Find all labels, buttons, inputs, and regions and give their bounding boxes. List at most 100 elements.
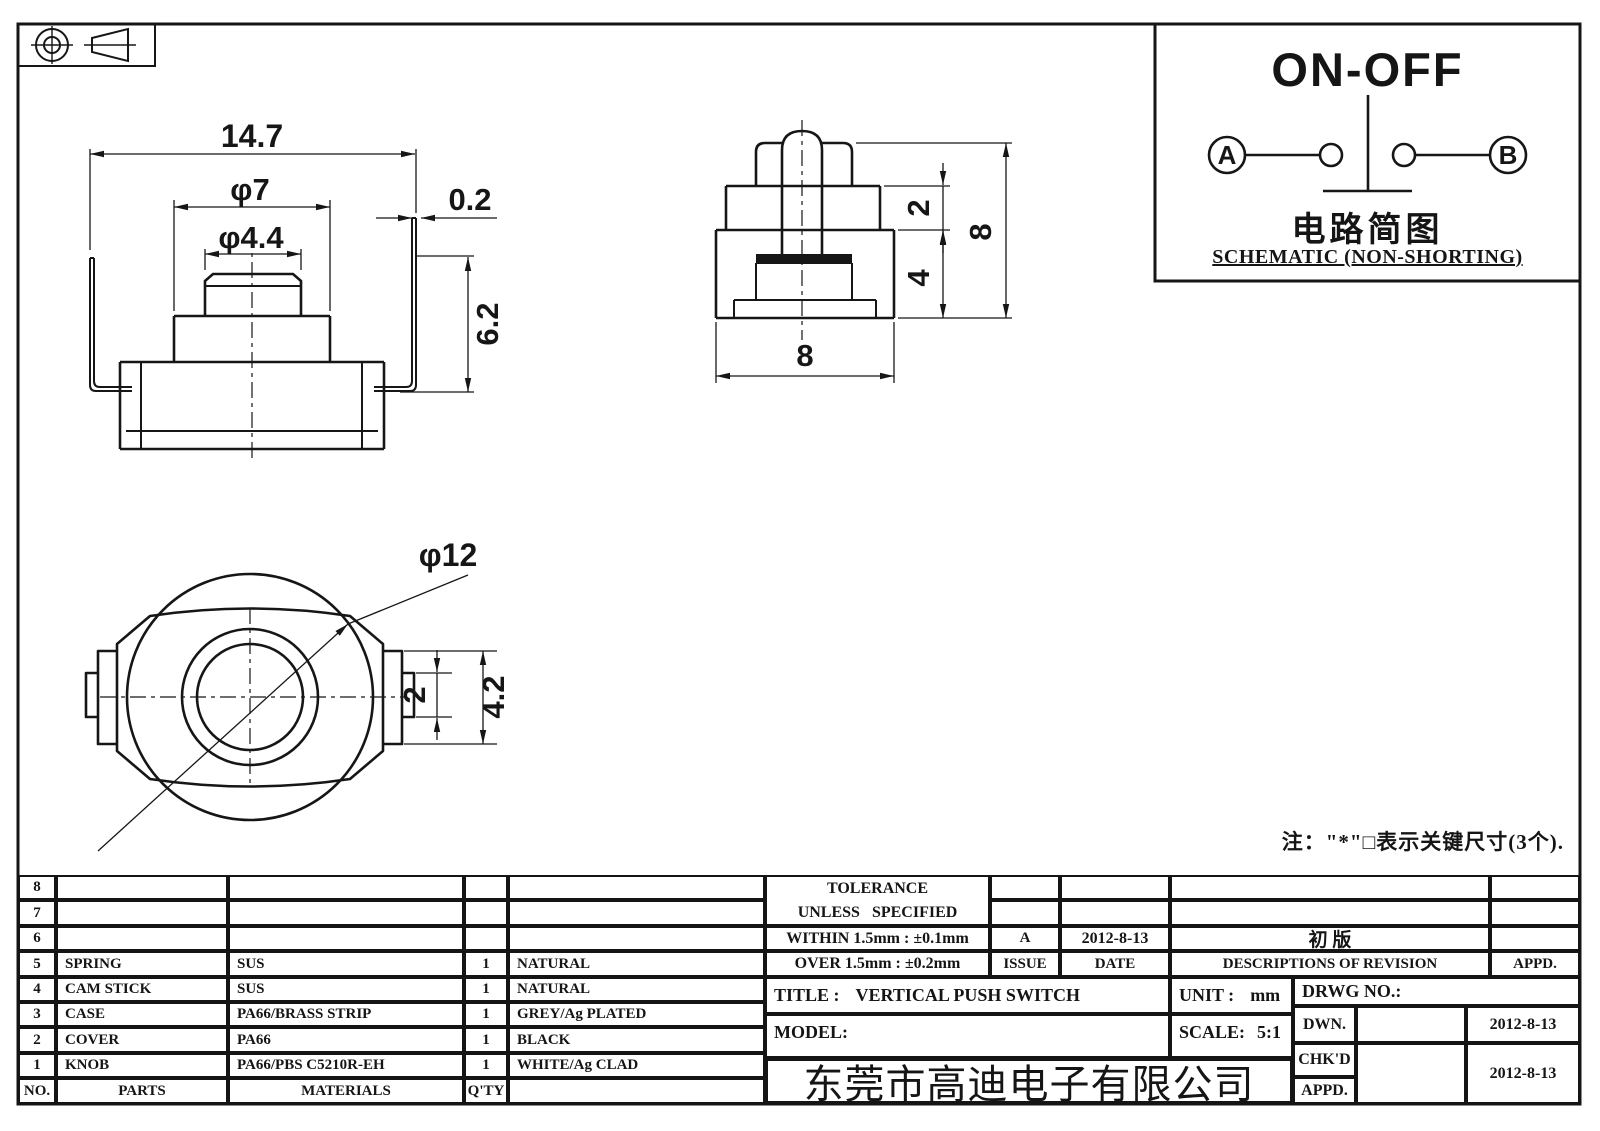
- dim-side-width: 8: [796, 338, 813, 373]
- page-frame: [16, 22, 1582, 1106]
- dim-bottom-tab: 4.2: [476, 675, 511, 718]
- revision-appd-empty: [1490, 926, 1580, 951]
- part-material: SUS: [228, 977, 464, 1002]
- header-finish: [508, 1078, 765, 1104]
- unit-cell: UNIT : mm: [1170, 977, 1293, 1014]
- part-finish: BLACK: [508, 1027, 765, 1053]
- part-no: 6: [18, 926, 56, 951]
- dim-bottom-tab-inner: 2: [397, 686, 432, 703]
- part-material: SUS: [228, 951, 464, 977]
- dim-side-base: 4: [901, 269, 936, 287]
- dim-front-width: 14.7: [221, 118, 283, 154]
- part-qty: 1: [464, 1002, 508, 1027]
- part-qty: [464, 900, 508, 926]
- part-name: CASE: [56, 1002, 228, 1027]
- part-material: PA66/BRASS STRIP: [228, 1002, 464, 1027]
- tolerance-cell: TOLERANCE UNLESS SPECIFIED: [765, 875, 990, 926]
- part-no: 1: [18, 1053, 56, 1078]
- dim-side-total-height: 8: [963, 223, 998, 240]
- revision-empty-cell: [1490, 900, 1580, 926]
- part-name: CAM STICK: [56, 977, 228, 1002]
- dwn-date: 2012-8-13: [1466, 1006, 1580, 1043]
- tolerance-over: OVER 1.5mm : ±0.2mm: [765, 951, 990, 977]
- title-value: VERTICAL PUSH SWITCH: [855, 985, 1080, 1005]
- model-cell: MODEL:: [765, 1014, 1170, 1058]
- schematic-caption-en: SCHEMATIC (NON-SHORTING): [1212, 246, 1523, 268]
- part-qty: 1: [464, 1053, 508, 1078]
- revision-description: 初 版: [1170, 926, 1490, 951]
- revision-empty-cell: [1490, 875, 1580, 900]
- part-no: 4: [18, 977, 56, 1002]
- contact-plate-section: [756, 254, 852, 264]
- part-name: COVER: [56, 1027, 228, 1053]
- header-qty: Q'TY: [464, 1078, 508, 1104]
- schematic-title: ON-OFF: [1271, 43, 1464, 96]
- scale-value: 5:1: [1257, 1022, 1282, 1042]
- part-finish: NATURAL: [508, 951, 765, 977]
- part-finish: NATURAL: [508, 977, 765, 1002]
- part-qty: 1: [464, 951, 508, 977]
- scale-cell: SCALE: 5:1: [1170, 1014, 1293, 1058]
- issue-label: ISSUE: [990, 951, 1060, 977]
- bottom-view: φ12 2 4.2: [84, 537, 511, 852]
- terminal-b-label: B: [1499, 140, 1518, 170]
- part-no: 7: [18, 900, 56, 926]
- appd-label: APPD.: [1490, 951, 1580, 977]
- issue-value: A: [990, 926, 1060, 951]
- part-name: [56, 875, 228, 900]
- tolerance-title: TOLERANCE: [826, 880, 929, 898]
- tolerance-within: WITHIN 1.5mm : ±0.1mm: [765, 926, 990, 951]
- title-label: TITLE :: [774, 985, 840, 1005]
- revision-empty-cell: [1170, 875, 1490, 900]
- part-no: 8: [18, 875, 56, 900]
- appd-row-label: APPD.: [1293, 1077, 1356, 1104]
- part-material: [228, 926, 464, 951]
- revision-date: 2012-8-13: [1060, 926, 1170, 951]
- header-materials: MATERIALS: [228, 1078, 464, 1104]
- schematic-box: A B: [1153, 22, 1582, 283]
- revision-empty-cell: [990, 900, 1060, 926]
- part-name: KNOB: [56, 1053, 228, 1078]
- chkd-signature-cell: [1356, 1043, 1466, 1104]
- part-name: SPRING: [56, 951, 228, 977]
- date-label: DATE: [1060, 951, 1170, 977]
- title-cell: TITLE : VERTICAL PUSH SWITCH: [765, 977, 1170, 1014]
- part-material: [228, 875, 464, 900]
- scale-label: SCALE:: [1179, 1022, 1246, 1042]
- revision-empty-cell: [1060, 900, 1170, 926]
- dwn-signature-cell: [1356, 1006, 1466, 1043]
- part-finish: GREY/Ag PLATED: [508, 1002, 765, 1027]
- dim-front-leg: 0.2: [448, 182, 491, 217]
- company-name: 东莞市高迪电子有限公司: [765, 1058, 1293, 1104]
- dim-bottom-diameter: φ12: [419, 537, 477, 573]
- schematic-caption-cn: 电路简图: [1291, 211, 1444, 249]
- part-finish: WHITE/Ag CLAD: [508, 1053, 765, 1078]
- dim-side-ear: 2: [901, 199, 936, 216]
- part-qty: [464, 926, 508, 951]
- part-qty: 1: [464, 977, 508, 1002]
- descriptions-label: DESCRIPTIONS OF REVISION: [1170, 951, 1490, 977]
- revision-empty-cell: [1060, 875, 1170, 900]
- drwg-no-cell: DRWG NO.:: [1293, 977, 1580, 1006]
- dim-front-cap: φ4.4: [218, 220, 284, 255]
- side-view: 2 4 8 8: [714, 120, 1012, 383]
- tolerance-sub: UNLESS SPECIFIED: [797, 903, 958, 921]
- part-no: 5: [18, 951, 56, 977]
- revision-empty-cell: [990, 875, 1060, 900]
- dim-front-height: 6.2: [470, 302, 505, 345]
- key-dimension-note: 注："*"□表示关键尺寸(3个).: [1281, 830, 1564, 854]
- part-material: PA66: [228, 1027, 464, 1053]
- front-view: 14.7 φ7 φ4.4 0.2 6.2: [89, 118, 505, 463]
- part-material: PA66/PBS C5210R-EH: [228, 1053, 464, 1078]
- dim-front-knob: φ7: [230, 172, 269, 207]
- part-finish: [508, 926, 765, 951]
- part-name: [56, 926, 228, 951]
- chkd-date: 2012-8-13: [1466, 1043, 1580, 1104]
- header-parts: PARTS: [56, 1078, 228, 1104]
- part-qty: [464, 875, 508, 900]
- part-material: [228, 900, 464, 926]
- revision-empty-cell: [1170, 900, 1490, 926]
- part-no: 2: [18, 1027, 56, 1053]
- terminal-a-label: A: [1218, 140, 1237, 170]
